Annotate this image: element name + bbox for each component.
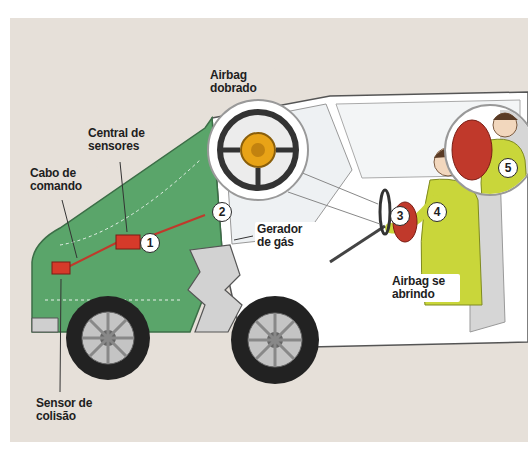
- leader-line: [234, 236, 253, 240]
- leader-line: [62, 200, 77, 258]
- driver: [330, 226, 385, 262]
- wheel: [82, 312, 134, 364]
- background: [10, 18, 528, 442]
- wheel: [248, 313, 302, 367]
- zoom-steering-wheel: [208, 100, 308, 200]
- callout-number: 2: [212, 202, 232, 222]
- wheel: [66, 296, 150, 380]
- car-body: [188, 245, 242, 332]
- magnifier-lines: [288, 160, 462, 224]
- leader-line: [60, 162, 253, 392]
- zoom-steering-wheel: [251, 143, 265, 157]
- wiring: [52, 262, 70, 274]
- wheel: [66, 296, 319, 384]
- wiring: [52, 215, 205, 274]
- leader-line: [120, 162, 127, 232]
- wheel: [82, 312, 134, 364]
- zoom-airbag: [445, 105, 528, 200]
- wiring: [116, 235, 140, 249]
- wheel: [231, 296, 319, 384]
- zoom-airbag: [452, 110, 528, 200]
- callout-number: 3: [390, 206, 410, 226]
- part-label: Cabo de comando: [28, 166, 98, 194]
- callout-number: 1: [140, 233, 160, 253]
- part-label: Sensor de colisão: [34, 396, 104, 424]
- zoom-steering-wheel: [208, 100, 308, 200]
- callout-number: 5: [498, 158, 518, 178]
- driver: [380, 190, 390, 234]
- car-body: [32, 318, 58, 332]
- leader-line: [60, 279, 61, 392]
- zoom-airbag: [493, 113, 517, 137]
- magnifier-lines: [288, 172, 380, 224]
- wheel: [248, 313, 302, 367]
- part-label: Gerador de gás: [255, 222, 317, 250]
- part-label: Airbag se abrindo: [390, 274, 460, 302]
- zoom-steering-wheel: [220, 112, 296, 188]
- callout-number: 4: [427, 202, 447, 222]
- part-label: Central de sensores: [86, 126, 158, 154]
- part-label: Airbag dobrado: [208, 68, 276, 96]
- zoom-steering-wheel: [241, 133, 275, 167]
- zoom-airbag: [452, 120, 492, 180]
- zoom-airbag: [493, 113, 518, 120]
- wiring: [66, 215, 205, 268]
